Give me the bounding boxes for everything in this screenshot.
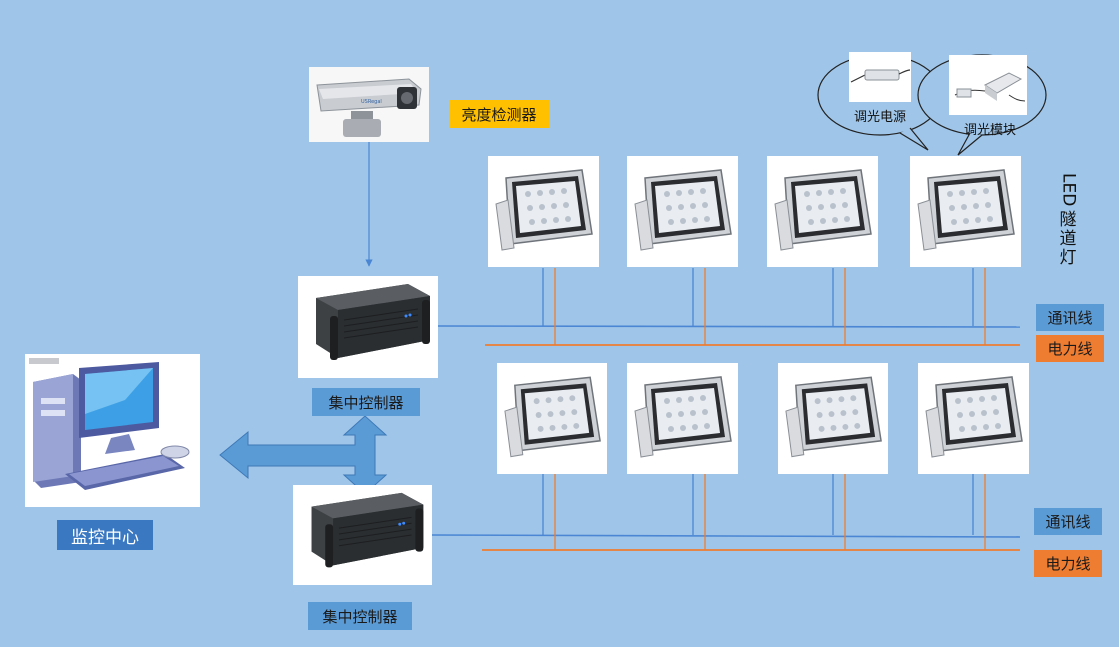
dimming-module-image bbox=[949, 55, 1027, 115]
led-floodlight-icon bbox=[774, 169, 872, 251]
led-light-top-1 bbox=[488, 156, 599, 267]
cross-arrow bbox=[219, 415, 388, 495]
led-light-bottom-4 bbox=[918, 363, 1029, 474]
led-light-bottom-2 bbox=[627, 363, 738, 474]
led-light-bottom-1 bbox=[497, 363, 607, 474]
comm-bus-bottom bbox=[431, 534, 1021, 538]
brightness-detector-label: 亮度检测器 bbox=[449, 100, 549, 128]
led-light-bottom-3 bbox=[778, 363, 888, 474]
computer-icon bbox=[25, 354, 200, 507]
monitor-center-label: 监控中心 bbox=[57, 520, 153, 550]
led-floodlight-icon bbox=[917, 169, 1015, 251]
comm-line-top-label: 通讯线 bbox=[1036, 304, 1104, 331]
svg-text:USRegal: USRegal bbox=[361, 99, 382, 105]
led-tunnel-light-latin: LED bbox=[1058, 173, 1079, 207]
power-supply-icon bbox=[849, 52, 911, 102]
led-tunnel-light-cjk: 隧道灯 bbox=[1059, 210, 1077, 269]
led-tunnel-light-label: LED 隧道灯 bbox=[1057, 173, 1079, 268]
power-line-bottom-label: 电力线 bbox=[1034, 550, 1102, 577]
controller-top-card bbox=[298, 276, 438, 378]
comm-bus-top bbox=[437, 325, 1021, 328]
led-floodlight-icon bbox=[925, 376, 1023, 458]
led-light-top-2 bbox=[627, 156, 738, 267]
dimming-module-label: 调光模块 bbox=[963, 122, 1016, 138]
led-floodlight-icon bbox=[495, 169, 593, 251]
led-light-top-4 bbox=[910, 156, 1021, 267]
server-icon bbox=[316, 284, 430, 360]
computer-card bbox=[25, 354, 200, 507]
top-row-drops bbox=[542, 268, 986, 345]
bottom-row-drops bbox=[542, 474, 986, 550]
power-line-top-label: 电力线 bbox=[1036, 335, 1104, 362]
led-floodlight-icon bbox=[785, 376, 882, 458]
camera-card: USRegal bbox=[309, 67, 429, 142]
comm-line-bottom-label: 通讯线 bbox=[1034, 508, 1102, 535]
led-floodlight-icon bbox=[634, 376, 732, 458]
led-floodlight-icon bbox=[634, 169, 732, 251]
camera-icon: USRegal bbox=[309, 67, 429, 142]
dimming-power-label: 调光电源 bbox=[853, 109, 906, 125]
led-light-top-3 bbox=[767, 156, 878, 267]
controller-top-label: 集中控制器 bbox=[312, 388, 420, 416]
dimming-module-icon bbox=[949, 55, 1027, 115]
controller-bottom-card bbox=[293, 485, 432, 585]
dimming-power-image bbox=[849, 52, 911, 102]
controller-bottom-label: 集中控制器 bbox=[308, 602, 412, 630]
led-floodlight-icon bbox=[504, 376, 601, 458]
server-icon bbox=[311, 492, 424, 568]
